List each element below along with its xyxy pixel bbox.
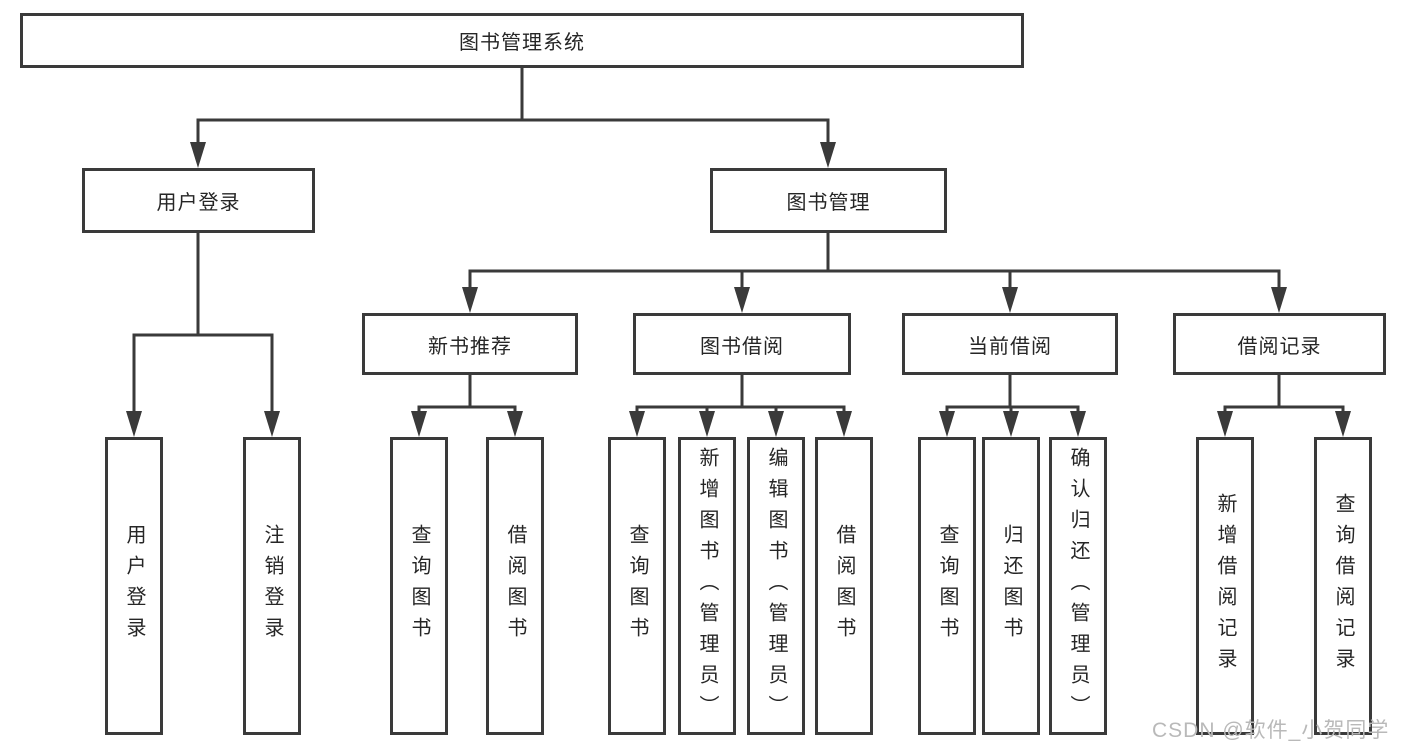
leaf-newbooks-query-label: 查询图书 bbox=[408, 524, 430, 648]
leaf-current-confirm-admin-label: 确认归还（管理员） bbox=[1067, 446, 1089, 726]
leaf-newbooks-query: 查询图书 bbox=[390, 437, 448, 735]
node-borrowing-records: 借阅记录 bbox=[1173, 313, 1386, 375]
node-new-book-recommend: 新书推荐 bbox=[362, 313, 578, 375]
leaf-records-add: 新增借阅记录 bbox=[1196, 437, 1254, 735]
leaf-current-return-label: 归还图书 bbox=[1000, 524, 1022, 648]
leaf-current-return: 归还图书 bbox=[982, 437, 1040, 735]
node-book-borrowing: 图书借阅 bbox=[633, 313, 851, 375]
csdn-watermark: CSDN @软件_小贺同学 bbox=[1152, 719, 1390, 742]
leaf-borrowing-edit-admin-label: 编辑图书（管理员） bbox=[765, 446, 787, 726]
leaf-borrowing-borrow: 借阅图书 bbox=[815, 437, 873, 735]
leaf-newbooks-borrow: 借阅图书 bbox=[486, 437, 544, 735]
leaf-user-login-label: 用户登录 bbox=[123, 524, 145, 648]
leaf-borrowing-borrow-label: 借阅图书 bbox=[833, 524, 855, 648]
leaf-records-query-label: 查询借阅记录 bbox=[1332, 493, 1354, 679]
leaf-borrowing-query-label: 查询图书 bbox=[626, 524, 648, 648]
leaf-current-query-label: 查询图书 bbox=[936, 524, 958, 648]
leaf-records-add-label: 新增借阅记录 bbox=[1214, 493, 1236, 679]
node-user-login: 用户登录 bbox=[82, 168, 315, 233]
leaf-logout-label: 注销登录 bbox=[261, 524, 283, 648]
leaf-borrowing-query: 查询图书 bbox=[608, 437, 666, 735]
leaf-current-query: 查询图书 bbox=[918, 437, 976, 735]
leaf-current-confirm-admin: 确认归还（管理员） bbox=[1049, 437, 1107, 735]
leaf-logout: 注销登录 bbox=[243, 437, 301, 735]
node-book-management: 图书管理 bbox=[710, 168, 947, 233]
leaf-borrowing-edit-admin: 编辑图书（管理员） bbox=[747, 437, 805, 735]
leaf-records-query: 查询借阅记录 bbox=[1314, 437, 1372, 735]
leaf-user-login: 用户登录 bbox=[105, 437, 163, 735]
node-current-borrowing: 当前借阅 bbox=[902, 313, 1118, 375]
leaf-borrowing-add-admin: 新增图书（管理员） bbox=[678, 437, 736, 735]
leaf-newbooks-borrow-label: 借阅图书 bbox=[504, 524, 526, 648]
root-node-library-system: 图书管理系统 bbox=[20, 13, 1024, 68]
leaf-borrowing-add-admin-label: 新增图书（管理员） bbox=[696, 446, 718, 726]
